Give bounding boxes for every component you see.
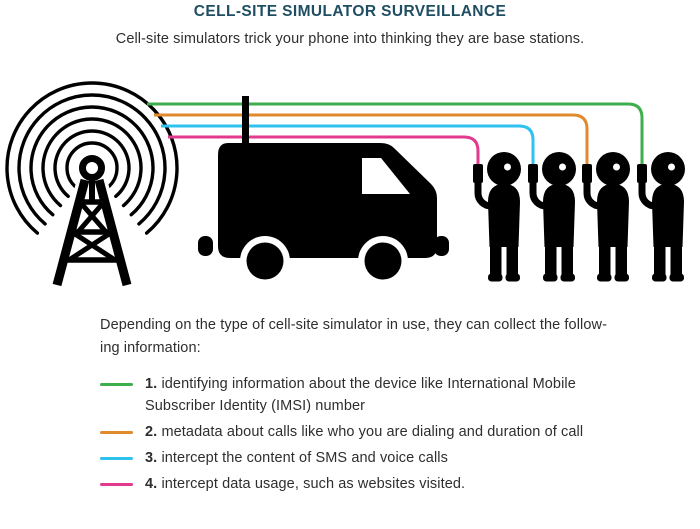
legend-item-1: 1. identifying information about the dev… — [100, 373, 660, 417]
connection-line-green — [147, 102, 644, 164]
legend-item-2: 2. metadata about calls like who you are… — [100, 421, 660, 443]
cell-tower-icon — [52, 155, 132, 287]
legend-swatch-pink — [100, 483, 133, 486]
legend-item-4: 4. intercept data usage, such as website… — [100, 473, 660, 495]
page-title: CELL-SITE SIMULATOR SURVEILLANCE — [193, 3, 507, 20]
legend-swatch-blue — [100, 457, 133, 460]
legend-swatch-orange — [100, 431, 133, 434]
legend-label-3: 3. intercept the content of SMS and voic… — [145, 447, 448, 469]
collection-description: Depending on the type of cell-site simul… — [100, 314, 640, 360]
legend-label-text-1: identifying information about the device… — [145, 376, 576, 414]
front-wheel-icon — [364, 242, 402, 280]
antenna-icon — [242, 96, 249, 146]
legend-label-text-2: metadata about calls like who you are di… — [161, 424, 584, 440]
person-4-with-phone-icon — [637, 152, 685, 282]
legend-label-text-3: intercept the content of SMS and voice c… — [161, 450, 448, 466]
legend-swatch-green — [100, 383, 133, 386]
surveillance-van-icon — [198, 96, 449, 286]
legend-label-2: 2. metadata about calls like who you are… — [145, 421, 583, 443]
legend-number-1: 1. — [145, 376, 158, 392]
description-line-1: Depending on the type of cell-site simul… — [100, 317, 608, 333]
legend-item-3: 3. intercept the content of SMS and voic… — [100, 447, 660, 469]
connection-line-pink — [168, 135, 480, 164]
description-line-2: ing information: — [100, 340, 201, 356]
page-subtitle: Cell-site simulators trick your phone in… — [115, 31, 585, 47]
legend-label-text-4: intercept data usage, such as websites v… — [161, 476, 466, 492]
connection-line-orange — [154, 113, 589, 164]
legend-label-4: 4. intercept data usage, such as website… — [145, 473, 465, 495]
legend-number-4: 4. — [145, 476, 158, 492]
rear-wheel-icon — [246, 242, 284, 280]
person-1-with-phone-icon — [473, 152, 521, 282]
surveillance-illustration — [5, 81, 700, 293]
legend-number-3: 3. — [145, 450, 158, 466]
legend-label-1: 1. identifying information about the dev… — [145, 373, 623, 417]
person-3-with-phone-icon — [582, 152, 630, 282]
connection-line-blue — [161, 124, 535, 164]
windshield — [362, 158, 410, 194]
legend: 1. identifying information about the dev… — [100, 373, 660, 495]
radio-waves-icon — [5, 81, 179, 235]
legend-number-2: 2. — [145, 424, 158, 440]
person-2-with-phone-icon — [528, 152, 576, 282]
